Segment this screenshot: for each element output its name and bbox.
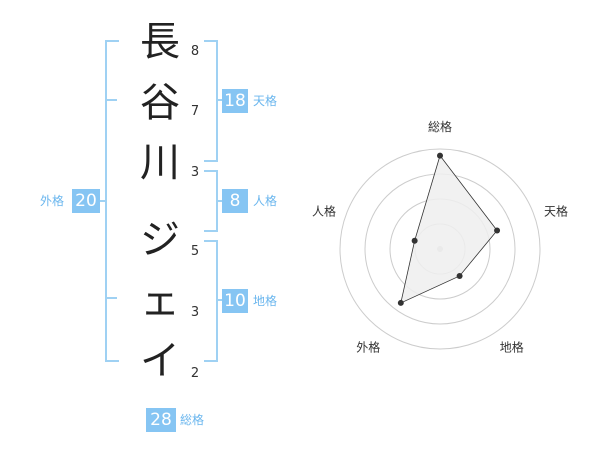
radar-ring [339,148,541,350]
outer-bracket-tick-bottom [105,297,117,299]
name-char-1: 長 [140,19,180,65]
radar-axis-label: 外格 [356,340,380,355]
chikaku-connector [216,299,222,301]
jinkaku-label: 人格 [253,194,278,208]
outer-bracket [105,40,119,362]
name-char-5: ェ [140,278,180,324]
outer-bracket-connector [99,200,106,202]
name-char-6: イ [140,338,180,384]
radar-series-area [400,154,498,304]
stroke-count-6: 2 [190,366,200,381]
stroke-count-5: 3 [190,305,200,320]
outer-bracket-tick-top [105,99,117,101]
radar-point [411,237,418,244]
chikaku-label: 地格 [253,294,278,308]
soukaku-value-badge: 28 [146,408,176,432]
tenkaku-connector [216,99,222,101]
tenkaku-label: 天格 [253,94,278,108]
chikaku-value-badge: 10 [222,289,248,313]
stroke-count-3: 3 [190,165,200,180]
name-char-4: ジ [140,217,180,263]
tenkaku-bracket [204,40,218,162]
name-char-2: 谷 [140,80,180,126]
tenkaku-value-badge: 18 [222,89,248,113]
radar-axis-label: 人格 [312,203,336,218]
soukaku-label: 総格 [180,413,205,427]
jinkaku-connector [216,200,222,202]
radar-point [397,299,404,306]
stroke-count-1: 8 [190,44,200,59]
radar-axis-label: 天格 [544,203,568,218]
radar-point [456,272,463,279]
gaikaku-label: 外格 [40,194,65,208]
jinkaku-value-badge: 8 [222,189,248,213]
radar-point [437,152,443,159]
chikaku-bracket [204,240,218,362]
gaikaku-value-badge: 20 [72,189,100,213]
stroke-count-4: 5 [190,244,200,259]
radar-point [494,227,501,234]
stroke-count-2: 7 [190,104,200,119]
radar-axis-label: 地格 [500,340,524,355]
name-char-3: 川 [140,140,180,186]
radar-axis-label: 総格 [428,119,452,134]
